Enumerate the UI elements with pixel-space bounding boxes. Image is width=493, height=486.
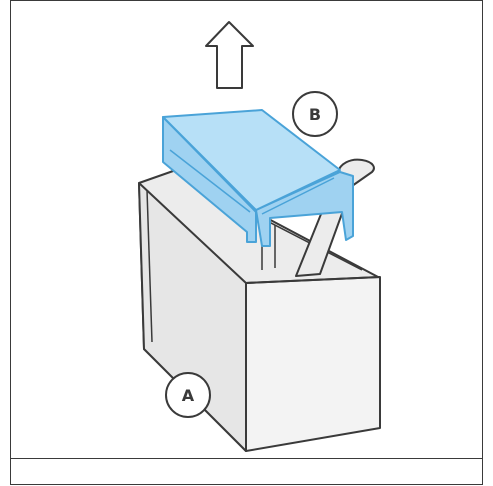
container-part-a — [138, 169, 381, 452]
callout-b-label: B — [309, 105, 321, 124]
diagram-frame — [10, 0, 483, 485]
callout-b: B — [292, 91, 338, 137]
callout-a-label: A — [182, 386, 195, 405]
arrow-up-icon — [205, 21, 254, 89]
lid-part-b — [162, 109, 354, 247]
callout-a: A — [165, 372, 211, 418]
